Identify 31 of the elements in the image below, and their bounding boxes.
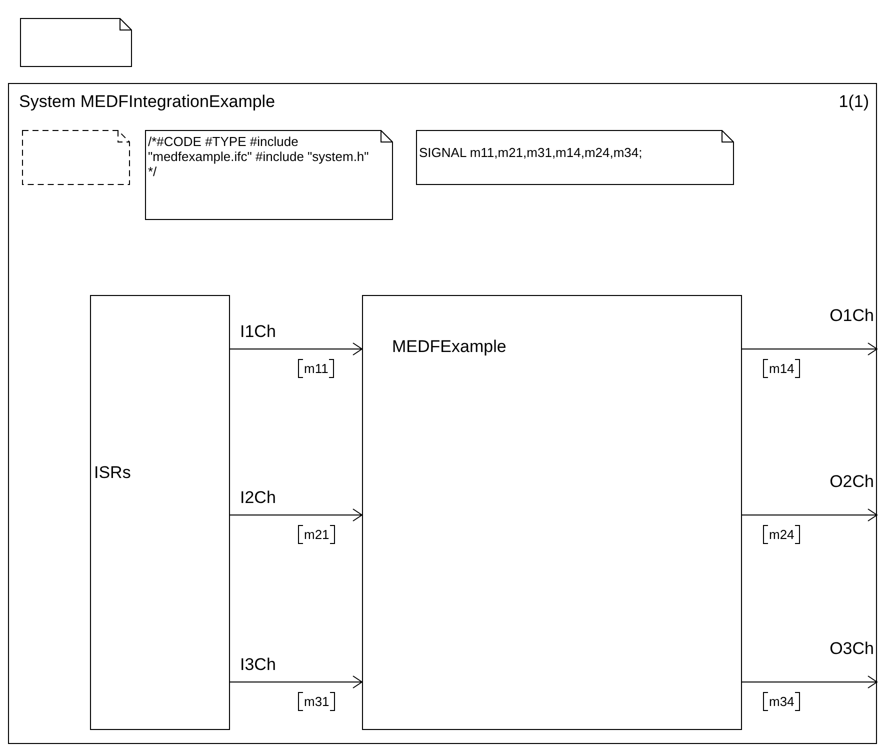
edge-label: O1Ch	[830, 306, 874, 326]
channel-arrow	[230, 676, 362, 688]
channel-arrow	[742, 676, 878, 688]
block-name: MEDFExample	[392, 337, 506, 357]
edge-label: I1Ch	[240, 322, 276, 342]
edge-label: I2Ch	[240, 488, 276, 508]
comment-note	[22, 130, 130, 185]
note-text: SIGNAL m11,m21,m31,m14,m24,m34;	[419, 145, 644, 160]
channel-arrow	[742, 342, 878, 356]
signal-list: m21	[298, 525, 336, 544]
page-number: 1(1)	[838, 92, 869, 112]
signal-list: m11	[298, 359, 334, 378]
signal-list: m14	[763, 359, 800, 378]
channel-arrow	[230, 342, 362, 356]
edge-label: O3Ch	[830, 639, 874, 659]
note-text: /*#CODE #TYPE #include "medfexample.ifc" #include "system.h" */	[148, 134, 370, 179]
channel-arrow	[742, 508, 878, 522]
signal-list: m31	[298, 692, 336, 711]
block-name: ISRs	[94, 463, 131, 483]
block-box	[362, 295, 742, 730]
system-frame	[8, 83, 877, 744]
signal-list: m34	[763, 692, 800, 711]
edge-label: I3Ch	[240, 655, 276, 675]
comment-note	[20, 18, 132, 67]
comment-note	[145, 130, 393, 220]
comment-note	[416, 130, 734, 185]
channel-arrow	[230, 508, 362, 522]
edge-label: O2Ch	[830, 472, 874, 492]
block-box	[90, 295, 230, 730]
frame-title: System MEDFIntegrationExample	[19, 92, 276, 112]
signal-list: m24	[763, 525, 800, 544]
